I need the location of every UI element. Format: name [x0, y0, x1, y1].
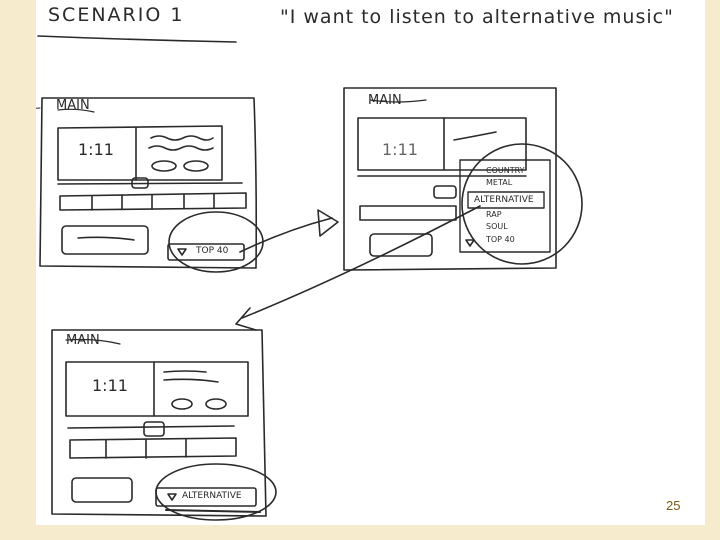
- header-underline: [37, 35, 237, 43]
- frame-3-border: [51, 329, 267, 517]
- genre-item-alternative[interactable]: ALTERNATIVE: [474, 195, 534, 205]
- margin-tick: [36, 107, 41, 109]
- frame-1-time: 1:11: [78, 140, 114, 159]
- frame-3-box: [71, 477, 133, 503]
- arrow-to-frame-3: [241, 205, 481, 319]
- frame-3-dropdown: [155, 487, 257, 507]
- frame-2-title: MAIN: [368, 93, 402, 108]
- scenario-quote: "I want to listen to alternative music": [280, 6, 674, 28]
- frame-3: [51, 329, 277, 521]
- frame-1-highlight: [168, 211, 264, 273]
- frame-1-border: [39, 97, 258, 269]
- frame-3-highlight: [155, 463, 277, 521]
- frame-3-time: 1:11: [92, 376, 128, 395]
- frame-1-dropdown: [167, 243, 245, 261]
- frame-2-time: 1:11: [382, 140, 418, 159]
- genre-item-soul[interactable]: SOUL: [486, 222, 508, 231]
- frame-3-title: MAIN: [66, 333, 100, 348]
- frame-1-dropdown-value[interactable]: TOP 40: [196, 246, 229, 256]
- arrow-to-frame-2: [239, 217, 333, 253]
- frame-1-slider: [57, 182, 243, 185]
- sketch-page: SCENARIO 1 "I want to listen to alternat…: [36, 0, 705, 525]
- frame-3-slider: [67, 425, 235, 429]
- frame-1-bar: [59, 192, 247, 211]
- genre-item-rap[interactable]: RAP: [486, 210, 502, 219]
- frame-3-bar: [69, 437, 237, 459]
- genre-list-box: [459, 159, 551, 253]
- frame-2-box: [369, 233, 433, 257]
- frame-1-display: [57, 125, 223, 181]
- scenario-title: SCENARIO 1: [48, 4, 185, 26]
- frame-2-bar: [359, 205, 457, 221]
- frame-3-display: [65, 361, 249, 417]
- frame-2-border: [343, 87, 557, 271]
- frame-1-title: MAIN: [56, 98, 90, 113]
- page-number: 25: [666, 498, 681, 513]
- frame-1: [39, 97, 264, 273]
- genre-highlight-box: [467, 191, 545, 209]
- sketch-drawing: [36, 35, 583, 521]
- frame-2-display: [357, 117, 527, 171]
- frame-2-highlight: [461, 143, 583, 265]
- frame-2: [343, 87, 583, 271]
- genre-item-metal[interactable]: METAL: [486, 178, 513, 187]
- frame-1-box: [61, 225, 149, 255]
- frame-3-dropdown-value[interactable]: ALTERNATIVE: [182, 491, 242, 501]
- genre-item-top40[interactable]: TOP 40: [486, 235, 515, 244]
- genre-item-country[interactable]: COUNTRY: [486, 166, 525, 175]
